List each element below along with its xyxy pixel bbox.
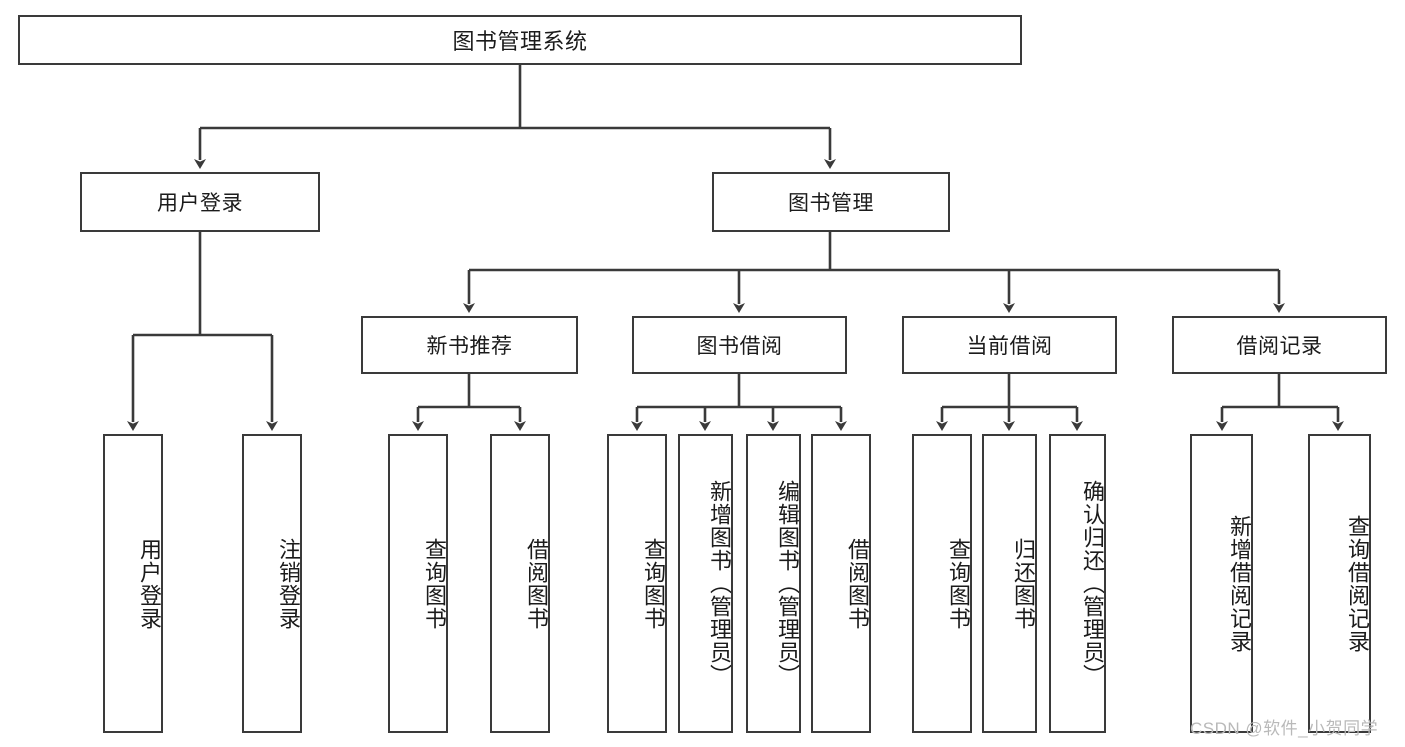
leaf-query-book-borrow[interactable]: 查询图书 [607,434,667,733]
node-book-management-system[interactable]: 图书管理系统 [18,15,1022,65]
leaf-query-book-current[interactable]: 查询图书 [912,434,972,733]
leaf-borrow-book[interactable]: 借阅图书 [811,434,871,733]
leaf-return-book[interactable]: 归还图书 [982,434,1037,733]
node-label: 查询借阅记录 [1345,514,1370,653]
node-new-book-recommend[interactable]: 新书推荐 [361,316,578,374]
node-label: 借阅记录 [1236,335,1323,358]
node-label: 用户登录 [157,192,243,215]
node-label: 借阅图书 [845,537,870,630]
leaf-confirm-return-admin[interactable]: 确认归还（管理员） [1049,434,1106,733]
node-label: 当前借阅 [966,335,1053,358]
node-label: 编辑图书（管理员） [775,480,800,687]
node-label: 新增借阅记录 [1227,514,1252,653]
leaf-borrow-book-recommend[interactable]: 借阅图书 [490,434,550,733]
leaf-query-borrow-record[interactable]: 查询借阅记录 [1308,434,1371,733]
node-label: 查询图书 [422,537,447,630]
leaf-add-borrow-record[interactable]: 新增借阅记录 [1190,434,1253,733]
node-label: 归还图书 [1011,537,1036,630]
leaf-add-book-admin[interactable]: 新增图书（管理员） [678,434,733,733]
node-label: 查询图书 [641,537,666,630]
leaf-logout-login[interactable]: 注销登录 [242,434,302,733]
node-label: 用户登录 [137,537,162,630]
node-label: 新书推荐 [426,335,513,358]
node-label: 新增图书（管理员） [707,480,732,687]
node-book-borrow[interactable]: 图书借阅 [632,316,847,374]
node-borrow-record[interactable]: 借阅记录 [1172,316,1387,374]
node-label: 注销登录 [276,537,301,630]
node-label: 图书管理系统 [452,29,588,54]
node-current-borrow[interactable]: 当前借阅 [902,316,1117,374]
node-label: 确认归还（管理员） [1080,480,1105,687]
node-user-login[interactable]: 用户登录 [80,172,320,232]
leaf-edit-book-admin[interactable]: 编辑图书（管理员） [746,434,801,733]
node-book-management[interactable]: 图书管理 [712,172,950,232]
csdn-watermark: CSDN @软件_小贺同学 [1190,719,1379,738]
node-label: 查询图书 [946,537,971,630]
node-label: 图书管理 [788,192,874,215]
node-label: 借阅图书 [524,537,549,630]
node-label: 图书借阅 [696,335,783,358]
leaf-user-login[interactable]: 用户登录 [103,434,163,733]
leaf-query-book-recommend[interactable]: 查询图书 [388,434,448,733]
